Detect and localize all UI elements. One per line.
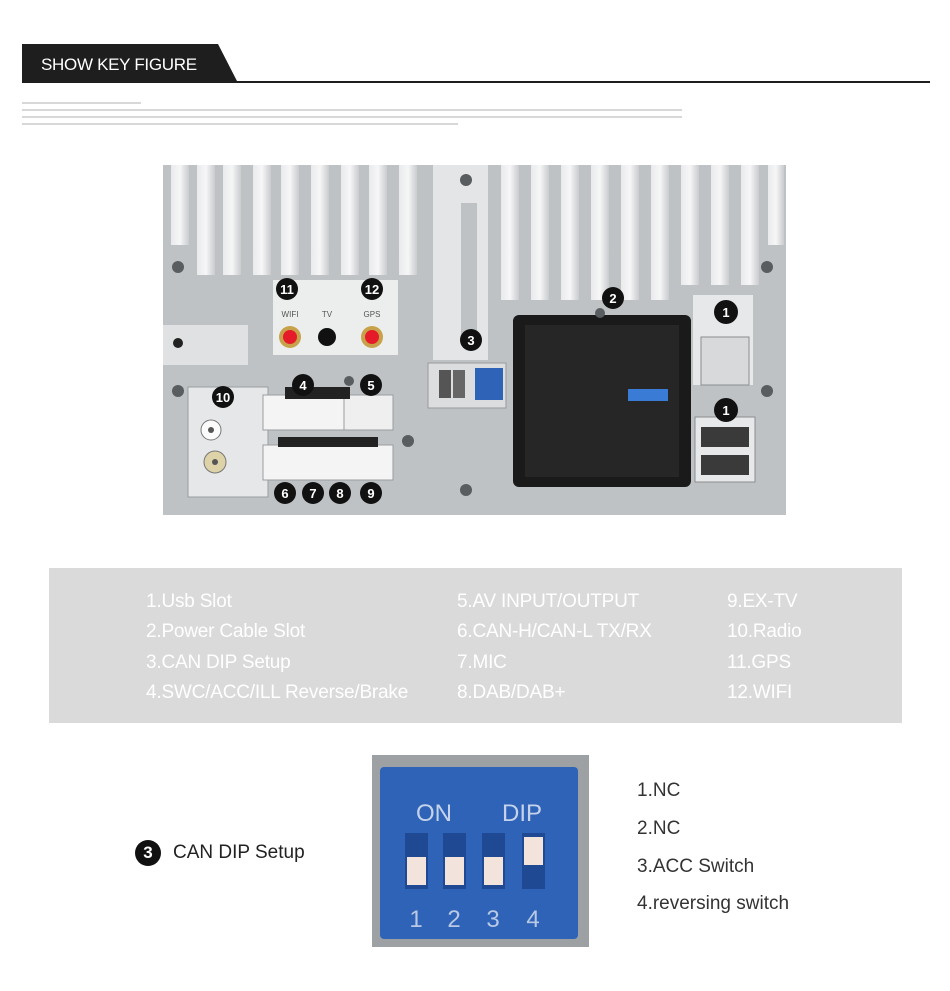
fine-print-lines <box>22 102 682 130</box>
callout-11: 11 <box>280 282 294 297</box>
legend-item: 12.WIFI <box>727 682 793 703</box>
legend-panel <box>49 568 902 723</box>
dip-dip-label: DIP <box>502 800 542 827</box>
callout-1b: 1 <box>722 403 729 418</box>
legend-item: 2.Power Cable Slot <box>146 621 306 642</box>
dip-switch-number: 4 <box>526 906 539 933</box>
dip-switch-number: 2 <box>447 906 460 933</box>
callout-10: 10 <box>216 390 230 405</box>
callout-7: 7 <box>309 486 316 501</box>
section-header-tab <box>22 44 238 83</box>
callout-5: 5 <box>367 378 374 393</box>
legend-item: 9.EX-TV <box>727 591 798 612</box>
dip-setup-heading: 3 CAN DIP Setup <box>135 840 305 866</box>
legend-item: 6.CAN-H/CAN-L TX/RX <box>457 621 652 642</box>
callout-6: 6 <box>281 486 288 501</box>
callout-8: 8 <box>336 486 343 501</box>
dip-setting-item: 2.NC <box>637 818 681 839</box>
callout-2: 2 <box>609 291 616 306</box>
legend-item: 11.GPS <box>727 652 791 673</box>
dip-switch-number: 3 <box>486 906 499 933</box>
callout-4: 4 <box>299 378 307 393</box>
callout-12: 12 <box>365 282 379 297</box>
section-title: SHOW KEY FIGURE <box>41 55 197 74</box>
dip-setting-item: 1.NC <box>637 780 681 801</box>
legend-item: 10.Radio <box>727 621 802 642</box>
dip-number-badge: 3 <box>135 840 161 866</box>
gps-port-label: GPS <box>364 310 381 319</box>
dip-on-label: ON <box>416 800 452 827</box>
legend-item: 5.AV INPUT/OUTPUT <box>457 591 640 612</box>
back-panel-image: 11 12 2 1 3 4 5 10 1 6 7 8 9 WIFI TV GPS <box>163 165 786 515</box>
legend-item: 1.Usb Slot <box>146 591 232 612</box>
legend-item: 8.DAB/DAB+ <box>457 682 566 703</box>
callout-3: 3 <box>467 333 474 348</box>
legend-item: 3.CAN DIP Setup <box>146 652 291 673</box>
dip-setup-title: CAN DIP Setup <box>173 842 305 863</box>
dip-setting-item: 4.reversing switch <box>637 893 790 914</box>
dip-switch-image: ON DIP 1 2 3 4 <box>372 755 589 947</box>
callout-9: 9 <box>367 486 374 501</box>
legend-item: 7.MIC <box>457 652 507 673</box>
dip-switch-number: 1 <box>409 906 422 933</box>
tv-port-label: TV <box>322 310 333 319</box>
header-divider <box>22 81 930 83</box>
dip-setting-item: 3.ACC Switch <box>637 856 755 877</box>
callout-1a: 1 <box>722 305 729 320</box>
wifi-port-label: WIFI <box>282 310 299 319</box>
legend-item: 4.SWC/ACC/ILL Reverse/Brake <box>146 682 409 703</box>
